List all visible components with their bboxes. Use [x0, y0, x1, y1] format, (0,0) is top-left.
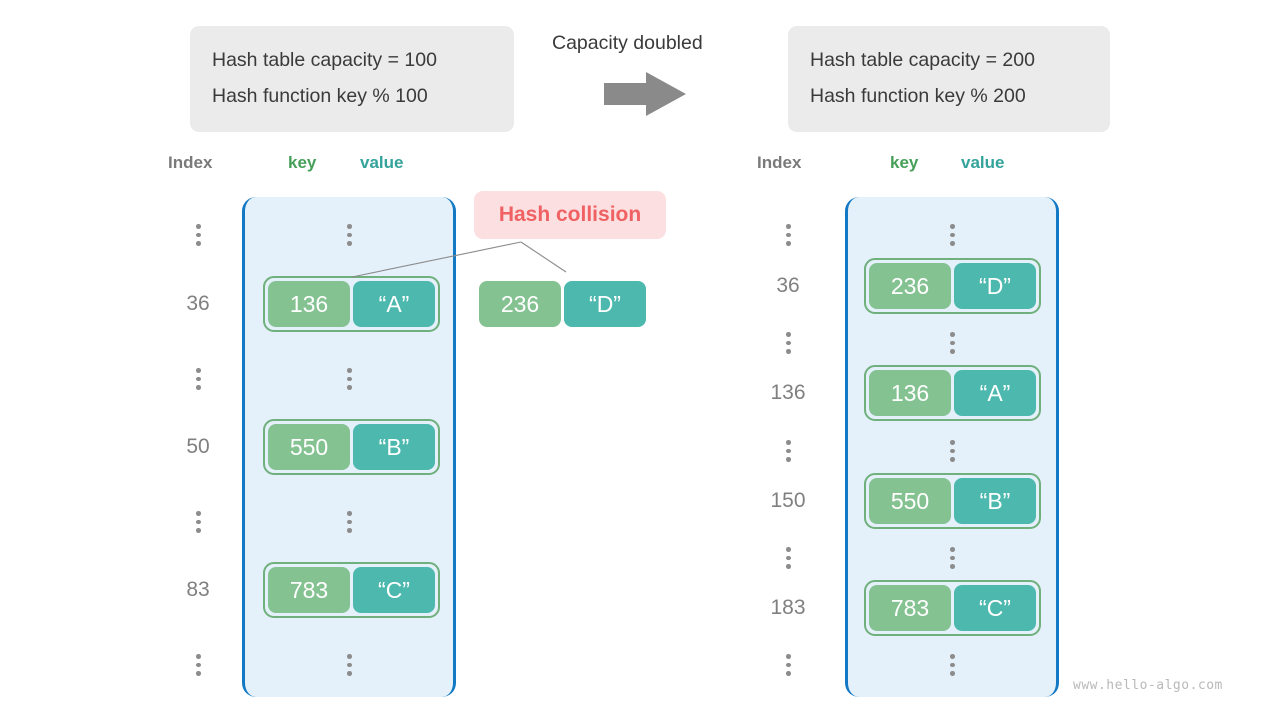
right-index-183: 183 — [770, 596, 806, 619]
left-entry-83-key: 783 — [268, 567, 350, 613]
left-header-key: key — [288, 153, 317, 172]
right-entry-183[interactable]: 783 “C” — [864, 580, 1041, 636]
right-index-dots-1 — [753, 332, 823, 355]
left-index-dots-2 — [163, 511, 233, 534]
left-entry-83-value: “C” — [353, 567, 435, 613]
right-entry-150-value: “B” — [954, 478, 1036, 524]
colliding-entry-236-value: “D” — [564, 281, 646, 327]
right-entry-36-key: 236 — [869, 263, 951, 309]
right-arrow-icon — [600, 70, 690, 118]
right-capacity-text: Hash table capacity = 200 — [810, 49, 1035, 71]
right-cell-dots-2 — [917, 440, 987, 463]
right-entry-136[interactable]: 136 “A” — [864, 365, 1041, 421]
right-entry-136-value: “A” — [954, 370, 1036, 416]
left-cell-dots-2 — [314, 511, 384, 534]
colliding-entry-236-key: 236 — [479, 281, 561, 327]
left-cell-dots-3 — [314, 654, 384, 677]
right-header-index: Index — [757, 153, 802, 172]
site-watermark: www.hello-algo.com — [1073, 678, 1223, 693]
left-index-dots-3 — [163, 654, 233, 677]
capacity-doubled-label: Capacity doubled — [552, 32, 703, 54]
right-entry-36[interactable]: 236 “D” — [864, 258, 1041, 314]
left-index-83: 83 — [186, 578, 210, 601]
left-index-50: 50 — [186, 435, 210, 458]
right-index-dots-2 — [753, 440, 823, 463]
hash-collision-callout: Hash collision — [474, 191, 666, 239]
left-entry-36[interactable]: 136 “A” — [263, 276, 440, 332]
right-index-dots-3 — [753, 547, 823, 570]
left-index-dots-0 — [163, 224, 233, 247]
left-header-index: Index — [168, 153, 213, 172]
left-entry-36-value: “A” — [353, 281, 435, 327]
right-entry-183-value: “C” — [954, 585, 1036, 631]
left-info-box: Hash table capacity = 100 Hash function … — [190, 26, 514, 132]
right-entry-150-key: 550 — [869, 478, 951, 524]
right-entry-150[interactable]: 550 “B” — [864, 473, 1041, 529]
right-header-key: key — [890, 153, 919, 172]
left-entry-36-key: 136 — [268, 281, 350, 327]
left-index-dots-1 — [163, 368, 233, 391]
left-header-value: value — [360, 153, 404, 172]
left-entry-83[interactable]: 783 “C” — [263, 562, 440, 618]
left-entry-50[interactable]: 550 “B” — [263, 419, 440, 475]
left-cell-dots-0 — [314, 224, 384, 247]
right-hash-function-text: Hash function key % 200 — [810, 85, 1026, 107]
right-index-dots-4 — [753, 654, 823, 677]
right-cell-dots-3 — [917, 547, 987, 570]
right-index-36: 36 — [776, 274, 800, 297]
left-cell-dots-1 — [314, 368, 384, 391]
left-hash-function-text: Hash function key % 100 — [212, 85, 428, 107]
right-info-box: Hash table capacity = 200 Hash function … — [788, 26, 1110, 132]
left-entry-50-key: 550 — [268, 424, 350, 470]
right-cell-dots-4 — [917, 654, 987, 677]
right-index-150: 150 — [770, 489, 806, 512]
right-cell-dots-0 — [917, 224, 987, 247]
right-entry-183-key: 783 — [869, 585, 951, 631]
right-entry-136-key: 136 — [869, 370, 951, 416]
left-capacity-text: Hash table capacity = 100 — [212, 49, 437, 71]
left-entry-50-value: “B” — [353, 424, 435, 470]
left-index-36: 36 — [186, 292, 210, 315]
right-index-136: 136 — [770, 381, 806, 404]
colliding-entry-236[interactable]: 236 “D” — [474, 276, 651, 332]
right-cell-dots-1 — [917, 332, 987, 355]
right-entry-36-value: “D” — [954, 263, 1036, 309]
right-index-dots-0 — [753, 224, 823, 247]
right-header-value: value — [961, 153, 1005, 172]
